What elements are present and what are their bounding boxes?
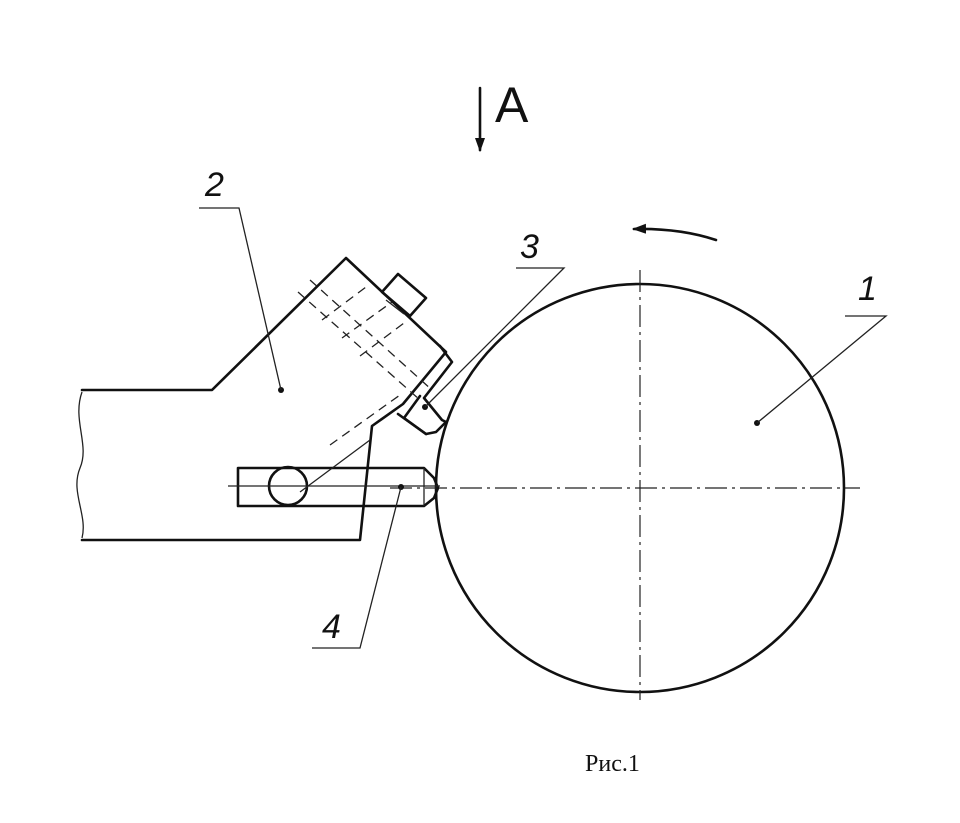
view-label: A [495, 77, 529, 133]
part-label-3: 3 [520, 228, 539, 266]
clamp-screw [380, 272, 428, 318]
tool-part-3 [396, 344, 454, 436]
part-label-2: 2 [204, 166, 224, 204]
housing-part-2 [76, 256, 448, 542]
figure-caption: Рис.1 [585, 751, 640, 777]
roll-part-1 [390, 270, 860, 700]
part-label-4: 4 [322, 608, 341, 646]
leader-lines [199, 207, 888, 649]
part-label-1: 1 [858, 270, 877, 308]
rotation-arrow [632, 223, 718, 242]
tool-part-4 [228, 439, 440, 508]
